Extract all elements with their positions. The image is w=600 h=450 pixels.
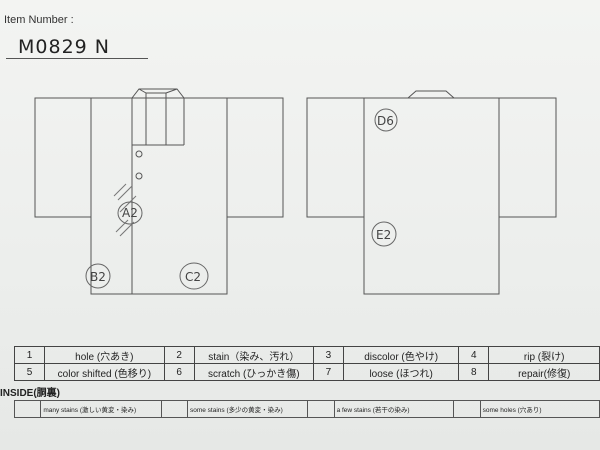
legend-num: 4 [458, 346, 490, 364]
mark-circle-d6 [374, 108, 398, 132]
mark-circle-a2 [117, 201, 143, 225]
front-collar-band [145, 92, 167, 146]
mark-circle-e2 [371, 221, 397, 247]
legend-label: scratch (ひっかき傷) [193, 363, 314, 381]
mark-b2: B2 [90, 270, 106, 284]
inside-checkbox[interactable] [160, 400, 188, 418]
front-right-sleeve [226, 97, 284, 218]
garment-diagrams: A2 B2 C2 D6 E2 [34, 88, 557, 295]
legend-label: stain（染み、汚れ） [193, 346, 314, 364]
legend-row: 5 color shifted (色移り) 6 scratch (ひっかき傷) … [13, 363, 600, 381]
inside-checkbox[interactable] [453, 400, 481, 418]
back-garment-diagram [306, 90, 557, 295]
legend-label: hole (穴あき) [44, 346, 165, 364]
inside-option-label: some holes (穴あり) [479, 400, 600, 418]
legend-num: 8 [458, 363, 490, 381]
inside-option-label: some stains (多少の黄変・染み) [186, 400, 309, 418]
item-number-label: Item Number : [4, 14, 74, 26]
mark-circle-b2 [85, 263, 111, 289]
legend-label: color shifted (色移り) [44, 363, 165, 381]
inside-option-label: a few stains (若干の染み) [333, 400, 455, 418]
back-collar [407, 90, 455, 99]
legend-num: 3 [312, 346, 344, 364]
mark-circle-c2 [179, 262, 209, 290]
inside-option-label: many stains (激しい黄変・染み) [40, 400, 162, 418]
back-right-sleeve [498, 97, 557, 218]
inside-checkbox[interactable] [13, 400, 42, 418]
front-body [90, 97, 228, 295]
back-left-sleeve [306, 97, 365, 218]
mark-a2: A2 [122, 206, 138, 220]
mark-c2: C2 [185, 270, 201, 284]
legend-num: 6 [163, 363, 195, 381]
inside-section-title: INSIDE(胴裏) [0, 388, 60, 399]
legend-row: 1 hole (穴あき) 2 stain（染み、汚れ） 3 discolor (… [13, 346, 600, 364]
mark-d6: D6 [377, 114, 394, 128]
mark-e2: E2 [376, 228, 391, 242]
legend-num: 7 [312, 363, 344, 381]
inside-row: many stains (激しい黄変・染み) some stains (多少の黄… [13, 400, 600, 418]
legend-label: repair(修復) [488, 363, 600, 381]
front-button-2 [135, 172, 143, 180]
legend-num: 1 [13, 346, 46, 364]
front-button-1 [135, 150, 143, 158]
inside-checkbox[interactable] [307, 400, 335, 418]
legend-label: rip (裂け) [488, 346, 600, 364]
item-number-value: M0829 N [18, 36, 110, 58]
legend-num: 2 [163, 346, 195, 364]
legend-label: discolor (色やけ) [342, 346, 460, 364]
front-garment-diagram [34, 88, 284, 295]
damage-legend-table: 1 hole (穴あき) 2 stain（染み、汚れ） 3 discolor (… [13, 346, 600, 381]
front-collar-top [131, 88, 185, 99]
legend-label: loose (ほつれ) [342, 363, 460, 381]
item-number-underline [6, 58, 148, 59]
front-left-sleeve [34, 97, 92, 218]
inside-condition-table: many stains (激しい黄変・染み) some stains (多少の黄… [13, 400, 600, 418]
legend-num: 5 [13, 363, 46, 381]
